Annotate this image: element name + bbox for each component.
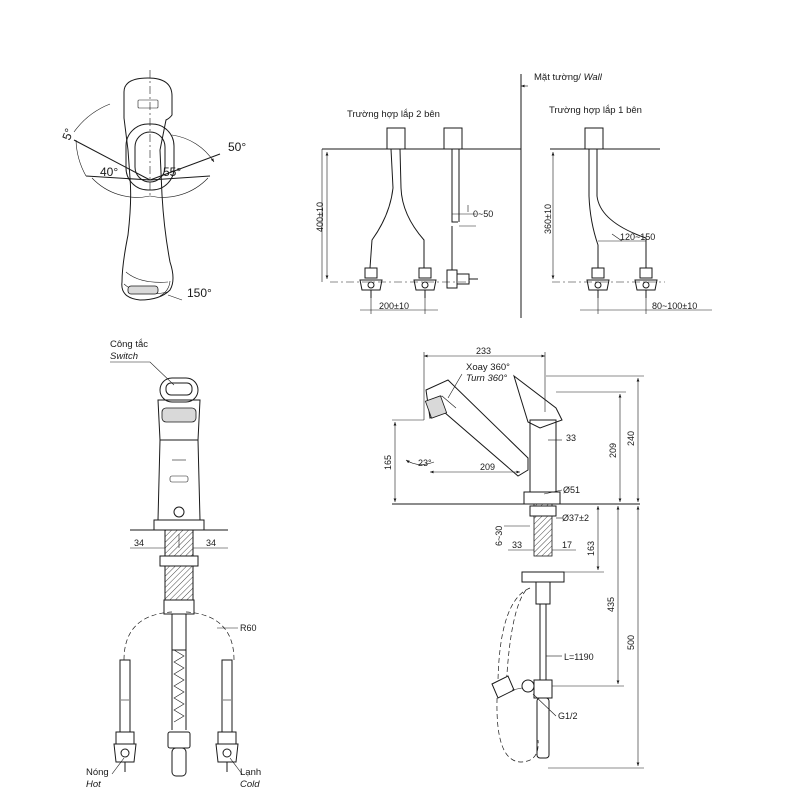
side-view: 233 Xoay 360° Turn 360° 165 23° 209 33 2…	[383, 346, 644, 769]
thread-label: G1/2	[558, 711, 578, 721]
swivel-label-vn: Xoay 360°	[466, 362, 510, 373]
cold-valve	[215, 731, 239, 772]
case-two-sides-label: Trường hợp lắp 2 bên	[347, 109, 440, 120]
wall-label: Mặt tường/ Wall	[534, 72, 603, 83]
hot-label-en: Hot	[86, 779, 101, 790]
hot-label-vn: Nóng	[86, 767, 109, 778]
dim-17: 17	[562, 540, 572, 550]
cold-label-en: Cold	[240, 779, 260, 790]
installation-diagram: Mặt tường/ Wall Trường hợp lắp 2 bên Trư…	[315, 72, 712, 318]
angle-40-label: 40°	[100, 165, 118, 179]
dim-400: 400±10	[315, 202, 325, 232]
angle-150-label: 150°	[187, 286, 212, 300]
cold-label-vn: Lạnh	[240, 767, 261, 778]
dim-34-right: 34	[206, 538, 216, 548]
hose-length: L=1190	[564, 652, 594, 662]
stop-valve-right	[413, 267, 437, 298]
swivel-label-en: Turn 360°	[466, 373, 507, 384]
angle-50-label: 50°	[228, 140, 246, 154]
angle-55-label: 55°	[163, 165, 181, 179]
dim-37: Ø37±2	[562, 513, 589, 523]
angle-23-label: 23°	[418, 458, 432, 468]
dim-r60: R60	[240, 623, 257, 633]
dim-51: Ø51	[563, 485, 580, 495]
stop-valve-side	[446, 269, 478, 289]
dim-209-h: 209	[480, 462, 495, 472]
stop-valve-left	[359, 267, 383, 298]
dim-240: 240	[626, 431, 636, 446]
stop-valve-one-left	[586, 267, 610, 298]
dim-360: 360±10	[543, 204, 553, 234]
hot-valve	[113, 731, 137, 772]
dim-165: 165	[383, 455, 393, 470]
dim-435: 435	[606, 597, 616, 612]
switch-label-vn: Công tắc	[110, 339, 148, 350]
case-one-side-label: Trường hợp lắp 1 bên	[549, 105, 642, 116]
dim-163: 163	[586, 541, 596, 556]
dim-33-bottom: 33	[512, 540, 522, 550]
angle-5-label: 5°	[59, 126, 76, 142]
stop-valve-one-right	[634, 267, 658, 298]
dim-33-top: 33	[566, 433, 576, 443]
dim-6-30: 6~30	[494, 526, 504, 546]
front-view: Công tắc Switch 34 34	[86, 339, 261, 790]
switch-label-en: Switch	[110, 351, 138, 362]
dim-500: 500	[626, 635, 636, 650]
dim-120-150: 120~150	[620, 232, 655, 242]
dim-200: 200±10	[379, 301, 409, 311]
dim-0-50: 0~50	[473, 209, 493, 219]
dim-80-100: 80~100±10	[652, 301, 697, 311]
dim-34-left: 34	[134, 538, 144, 548]
dim-233: 233	[476, 346, 491, 356]
top-view: 5° 40° 55° 50° 150°	[59, 70, 246, 301]
dim-209-v: 209	[608, 443, 618, 458]
